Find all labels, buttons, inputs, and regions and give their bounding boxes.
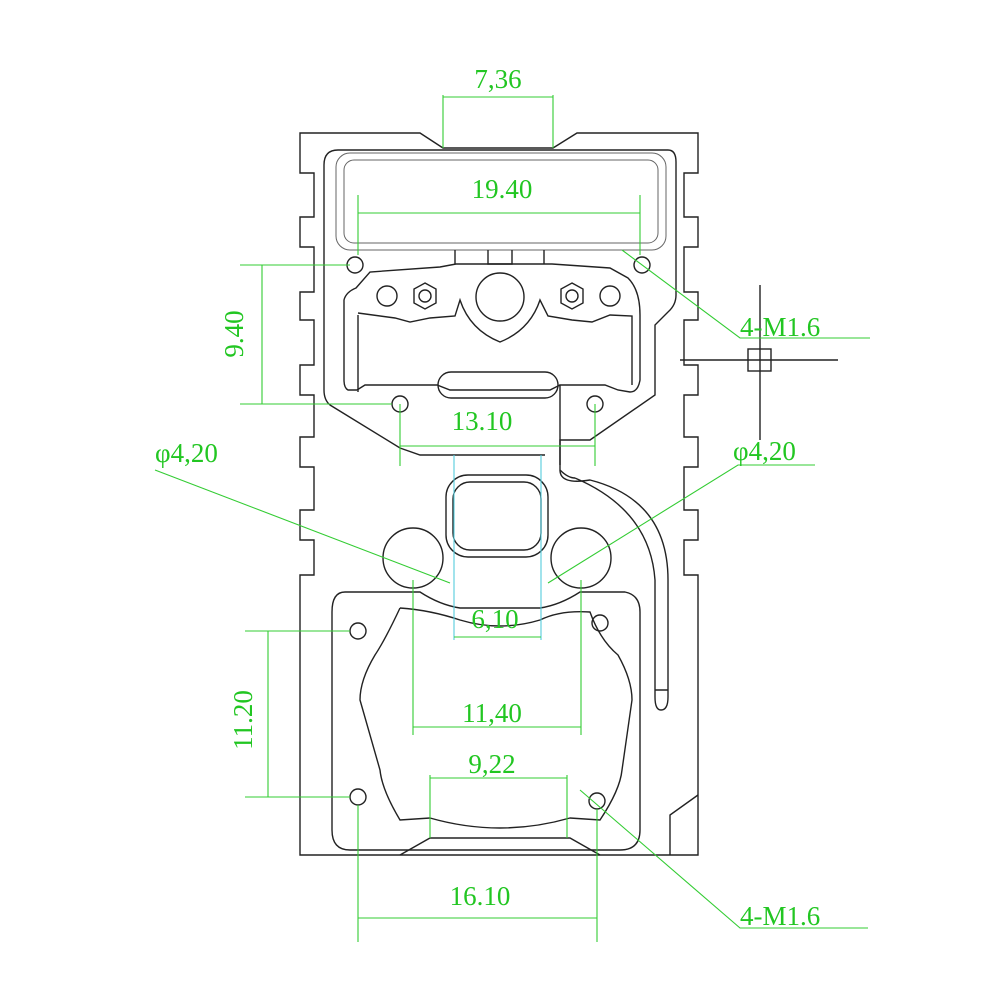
center-pin [475, 272, 525, 322]
dim-top-notch: 7,36 [474, 64, 521, 94]
dimension-lines [154, 95, 870, 942]
dim-lower-spacing: 16.10 [450, 881, 511, 911]
dim-right-circle: φ4,20 [733, 436, 796, 466]
lower-inner-shape [359, 607, 633, 829]
window-tabs [454, 250, 545, 265]
center-square-inner [452, 481, 542, 551]
nut-bore [418, 289, 432, 303]
nut [560, 282, 584, 310]
center-square-outer [445, 474, 549, 558]
upper-cavity-outline [323, 149, 677, 479]
dim-upper-thread: 4-M1.6 [740, 312, 820, 342]
mounting-hole [633, 256, 651, 274]
outer-body-outline [299, 132, 699, 856]
mounting-hole [349, 622, 367, 640]
dim-upper-spacing: 13.10 [452, 406, 513, 436]
mechanism-inner [357, 297, 633, 392]
hole [376, 285, 398, 307]
mounting-hole [591, 614, 609, 632]
dim-lower-arc: 9,22 [468, 749, 515, 779]
window-inner [343, 159, 659, 244]
nut [413, 282, 437, 310]
slot [437, 371, 559, 399]
dim-upper-vertical: 9.40 [219, 310, 249, 357]
dim-center-square: 6,10 [471, 604, 518, 634]
mechanism-plate [343, 263, 641, 465]
bottom-chamfers [399, 794, 699, 856]
hole [599, 285, 621, 307]
right-circle [550, 527, 612, 589]
nut-bore [565, 289, 579, 303]
mounting-hole [349, 788, 367, 806]
window-outer [335, 152, 667, 251]
mounting-hole [588, 792, 606, 810]
heat-pipe [559, 469, 669, 711]
lower-pocket [331, 591, 641, 851]
dim-lower-vertical: 11.20 [228, 690, 258, 750]
dim-window-width: 19.40 [472, 174, 533, 204]
dim-left-circle: φ4,20 [155, 438, 218, 468]
dim-lower-thread: 4-M1.6 [740, 901, 820, 931]
left-circle [382, 527, 444, 589]
dim-circle-spacing: 11,40 [462, 698, 522, 728]
thread-symbol [680, 285, 838, 440]
